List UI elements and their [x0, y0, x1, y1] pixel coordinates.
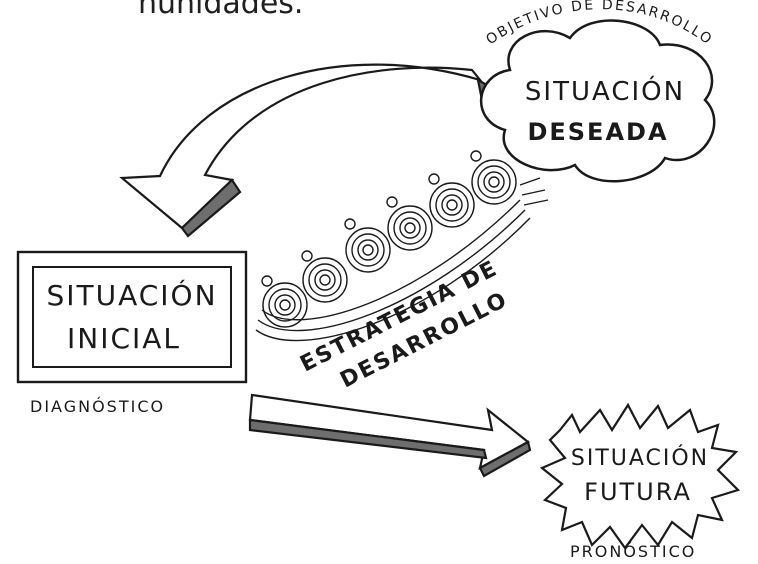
text-fragment: nunidades. — [138, 0, 304, 21]
initial-situation-frame: SITUACIÓN INICIAL DIAGNÓSTICO — [16, 250, 248, 416]
future-line-2: FUTURA — [584, 478, 692, 506]
diagnosis-caption: DIAGNÓSTICO — [30, 397, 165, 416]
strategy-spirals — [255, 150, 549, 342]
future-situation-burst: SITUACIÓN FUTURA PRONÓSTICO — [539, 402, 741, 561]
desired-line-2: DESEADA — [527, 118, 668, 146]
initial-line-2: INICIAL — [67, 322, 181, 355]
initial-line-1: SITUACIÓN — [46, 278, 217, 312]
desired-situation-cloud: OBJETIVO DE DESARROLLO SITUACIÓN DESEADA — [479, 0, 716, 183]
straight-arrow — [248, 393, 532, 478]
desired-line-1: SITUACIÓN — [525, 75, 685, 107]
prognosis-caption: PRONÓSTICO — [570, 542, 696, 561]
future-line-1: SITUACIÓN — [571, 445, 709, 471]
